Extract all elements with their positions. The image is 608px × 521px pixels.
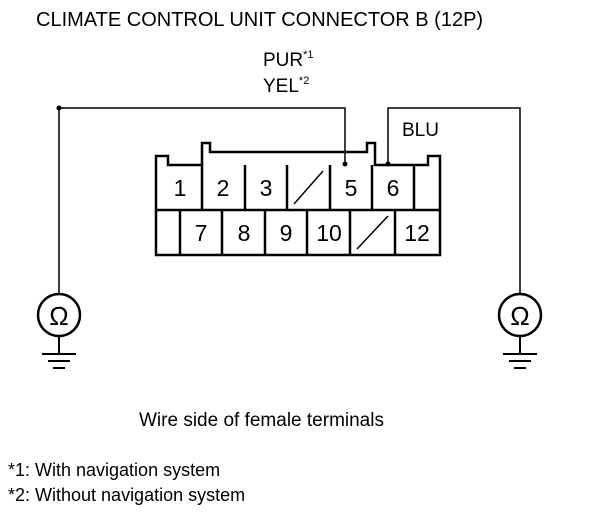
pin-label: 10 xyxy=(316,220,342,246)
pin-label: 5 xyxy=(345,175,358,201)
pin-label: 1 xyxy=(174,175,187,201)
pin-label: 12 xyxy=(404,220,430,246)
diagram-caption: Wire side of female terminals xyxy=(139,410,384,431)
wire-blu xyxy=(387,107,521,294)
ground-icon xyxy=(42,336,76,369)
ohmmeter-left: Ω xyxy=(36,292,82,338)
pin-label: 6 xyxy=(387,175,400,201)
pin-label: 8 xyxy=(238,220,251,246)
probe-point-pin-5 xyxy=(342,161,348,167)
ohm-symbol: Ω xyxy=(49,301,68,331)
wire-pur-yel xyxy=(58,107,346,294)
pin-label: 7 xyxy=(195,220,208,246)
footnote-1: *1: With navigation system xyxy=(8,460,220,480)
pin-labels: 1 2 3 5 6 7 8 9 10 12 xyxy=(174,175,430,246)
diagram-title: CLIMATE CONTROL UNIT CONNECTOR B (12P) xyxy=(36,9,483,31)
ground-icon xyxy=(503,336,537,369)
pin-label: 9 xyxy=(280,220,293,246)
ohm-symbol: Ω xyxy=(510,301,529,331)
wire-label-blu: BLU xyxy=(402,120,439,141)
empty-cavity-marks xyxy=(293,170,389,250)
footnote-2: *2: Without navigation system xyxy=(8,485,245,505)
wiring xyxy=(58,107,521,294)
ohmmeter-right: Ω xyxy=(497,292,543,338)
connector-body xyxy=(154,141,442,257)
wire-junction-left xyxy=(56,105,62,111)
empty-cavity-4 xyxy=(293,170,324,205)
pin-label: 3 xyxy=(260,175,273,201)
connector-outline xyxy=(154,141,442,257)
empty-cavity-11 xyxy=(356,215,389,250)
wire-label-pur: PUR*1 xyxy=(263,49,314,71)
wire-label-yel: YEL*2 xyxy=(263,75,309,97)
pin-label: 2 xyxy=(217,175,230,201)
